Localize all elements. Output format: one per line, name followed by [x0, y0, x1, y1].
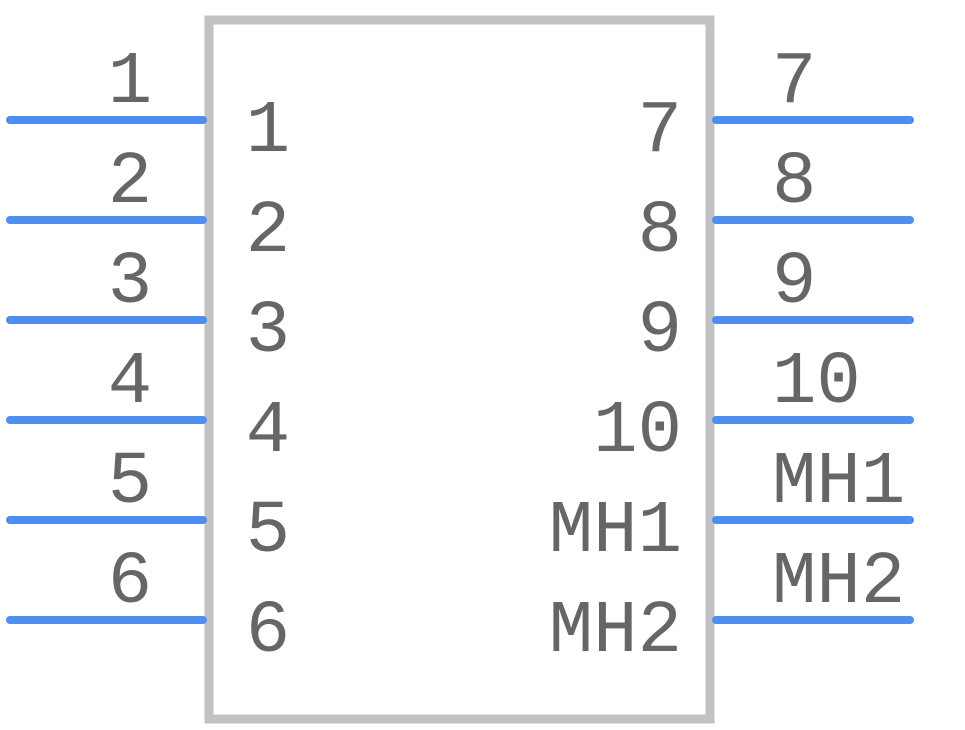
- pin-number-left-6: 6: [108, 541, 152, 625]
- pin-name-right-2: 8: [638, 190, 682, 274]
- pin-name-left-1: 1: [246, 90, 290, 174]
- pin-number-right-3: 9: [772, 241, 816, 325]
- pin-number-left-3: 3: [108, 241, 152, 325]
- pin-name-right-5: MH1: [549, 490, 682, 574]
- pin-number-left-1: 1: [108, 41, 152, 125]
- pin-name-right-6: MH2: [549, 590, 682, 674]
- pin-name-left-4: 4: [246, 390, 290, 474]
- pin-name-right-4: 10: [593, 390, 682, 474]
- pin-number-left-5: 5: [108, 441, 152, 525]
- pin-number-left-4: 4: [108, 341, 152, 425]
- pin-number-right-4: 10: [772, 341, 861, 425]
- pin-name-left-6: 6: [246, 590, 290, 674]
- pin-number-right-5: MH1: [772, 441, 905, 525]
- pin-number-left-2: 2: [108, 141, 152, 225]
- pin-number-right-1: 7: [772, 41, 816, 125]
- component-body: [204, 15, 715, 724]
- pin-name-right-3: 9: [638, 290, 682, 374]
- pin-name-left-2: 2: [246, 190, 290, 274]
- pin-number-right-2: 8: [772, 141, 816, 225]
- pin-name-left-5: 5: [246, 490, 290, 574]
- pin-number-right-6: MH2: [772, 541, 905, 625]
- pin-name-left-3: 3: [246, 290, 290, 374]
- pin-name-right-1: 7: [638, 90, 682, 174]
